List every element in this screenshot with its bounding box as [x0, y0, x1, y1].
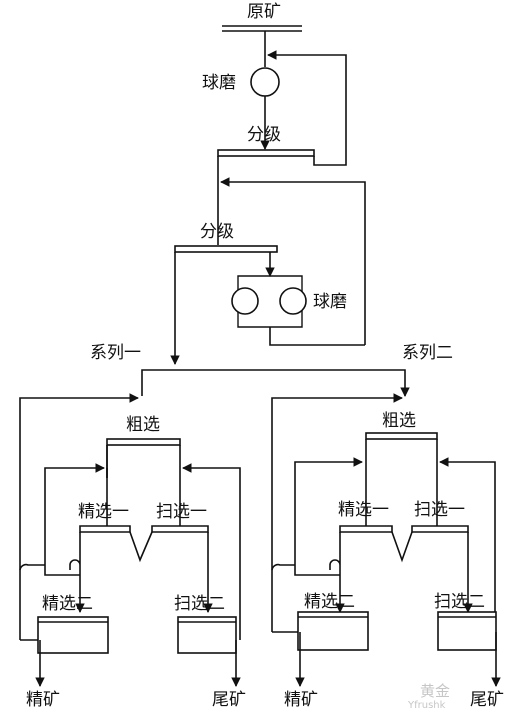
s2-cleaner-2-cell [297, 611, 369, 651]
s1-rougher-label: 粗选 [126, 415, 160, 435]
s2-tailings-label: 尾矿 [470, 690, 504, 710]
s1-scavenger-2-cell [177, 616, 237, 654]
s2-flow [329, 532, 341, 570]
s2-scavenger-2-label: 扫选二 [434, 592, 485, 612]
s1-cell-connector [129, 531, 153, 563]
classifier-2 [174, 245, 278, 253]
series-1-label: 系列一 [90, 343, 141, 363]
s1-cleaner-2-label: 精选二 [42, 594, 93, 614]
s2-rougher-label: 粗选 [382, 411, 416, 431]
s2-cleaner-2-label: 精选二 [304, 592, 355, 612]
classifier-1-label: 分级 [247, 125, 281, 145]
s2-cleaner-1-cell [339, 525, 393, 533]
watermark-subtext: Yfrushk [408, 700, 446, 711]
s2-flow [294, 570, 340, 576]
s2-concentrate-label: 精矿 [284, 690, 318, 710]
s1-feed-right [182, 463, 241, 640]
s1-recycle-line [19, 393, 139, 570]
recycle-line [269, 327, 365, 346]
s2-scavenger-1-label: 扫选一 [414, 500, 465, 520]
recycle-line [267, 50, 347, 166]
s2-scavenger-1-cell [411, 525, 469, 533]
s1-concentrate-label: 精矿 [26, 690, 60, 710]
s1-flow [69, 532, 81, 570]
s1-cleaner-2-cell [37, 616, 109, 654]
s2-flow [271, 563, 295, 571]
ball-mill-2-label: 球磨 [313, 292, 347, 312]
series-2-label: 系列二 [402, 343, 453, 363]
s1-rougher-cell [106, 438, 181, 446]
s2-scavenger-2-cell [437, 611, 497, 651]
s2-rougher-cell [365, 432, 438, 440]
s1-tailings-label: 尾矿 [212, 690, 246, 710]
ball-mill-1 [250, 67, 280, 97]
s2-cleaner-1-label: 精选一 [338, 500, 389, 520]
s1-cleaner-1-label: 精选一 [78, 502, 129, 522]
s1-flow [44, 570, 80, 576]
split-line [141, 369, 410, 397]
s1-feed-left [44, 463, 105, 570]
s1-flow [19, 563, 45, 571]
classifier-2-label: 分级 [200, 222, 234, 242]
ball-mill-1-label: 球磨 [202, 73, 236, 93]
s1-scavenger-1-cell [151, 525, 209, 533]
s1-scavenger-1-label: 扫选一 [156, 502, 207, 522]
recycle-line [220, 177, 366, 345]
watermark-text: 黄金 [420, 682, 451, 700]
s2-feed-left [294, 457, 363, 570]
s2-feed-right [439, 457, 496, 640]
ball-mill-2b [279, 287, 307, 315]
s2-cell-connector [391, 531, 413, 563]
ball-mill-2a [231, 287, 259, 315]
ore-label: 原矿 [247, 2, 281, 22]
s2-recycle-line [271, 393, 403, 570]
s1-scavenger-2-label: 扫选二 [174, 594, 225, 614]
classifier-1 [217, 149, 315, 157]
s1-cleaner-1-cell [79, 525, 131, 533]
